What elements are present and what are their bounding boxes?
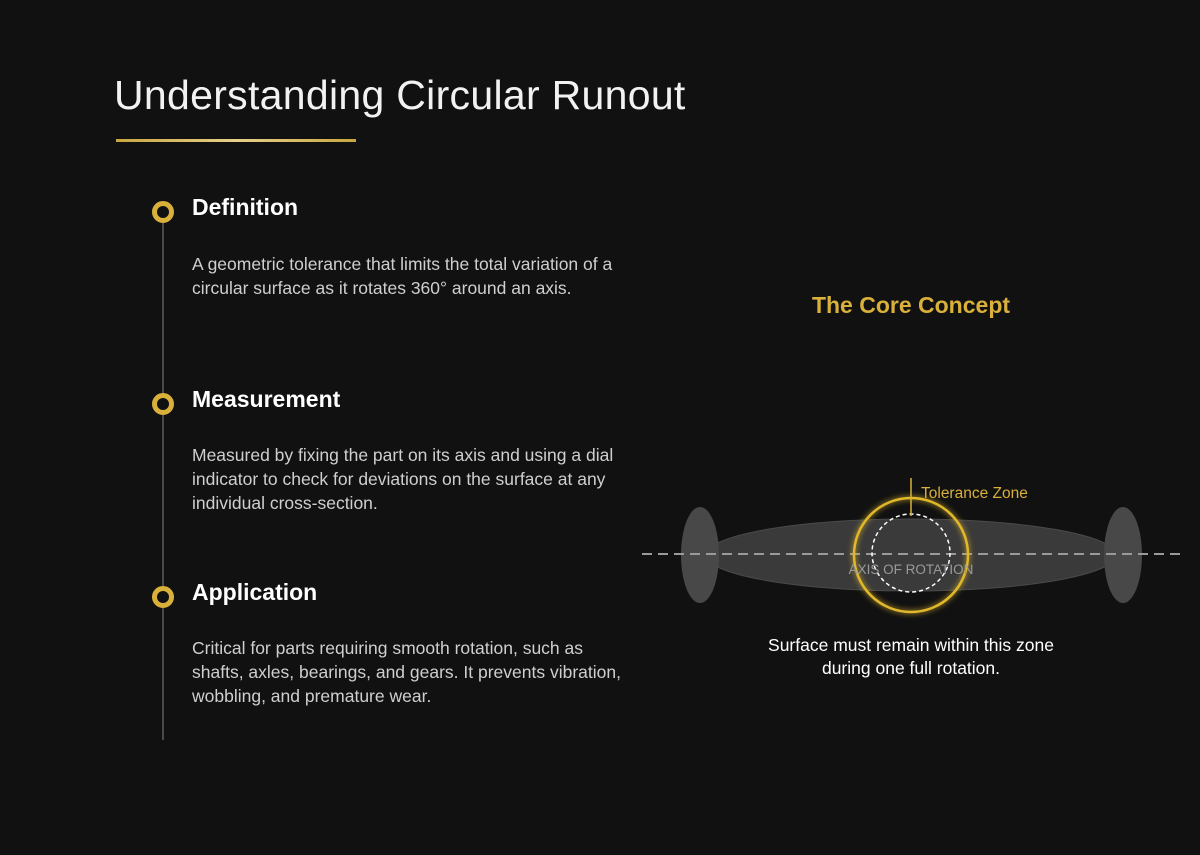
diagram-heading: The Core Concept [811, 292, 1011, 318]
page-title: Understanding Circular Runout [114, 72, 686, 118]
title-underline [116, 139, 356, 142]
section-body-definition: A geometric tolerance that limits the to… [192, 254, 613, 298]
section-body-application: Critical for parts requiring smooth rota… [192, 638, 621, 706]
section-heading-definition: Definition [192, 194, 299, 220]
timeline-marker-icon [152, 586, 174, 608]
axis-label: AXIS OF ROTATION [849, 562, 974, 577]
caption-line-2: during one full rotation. [821, 658, 1001, 678]
shaft-body [705, 518, 1117, 592]
section-body-measurement: Measured by fixing the part on its axis … [192, 445, 614, 513]
diagram-caption: Surface must remain within this zone dur… [711, 634, 1111, 680]
section-heading-measurement: Measurement [192, 386, 341, 412]
section-heading-application: Application [192, 579, 318, 605]
tolerance-zone-label: Tolerance Zone [921, 485, 1028, 502]
caption-line-1: Surface must remain within this zone [768, 635, 1054, 655]
timeline-marker-icon [152, 201, 174, 223]
timeline-line [162, 212, 164, 740]
timeline-marker-icon [152, 393, 174, 415]
